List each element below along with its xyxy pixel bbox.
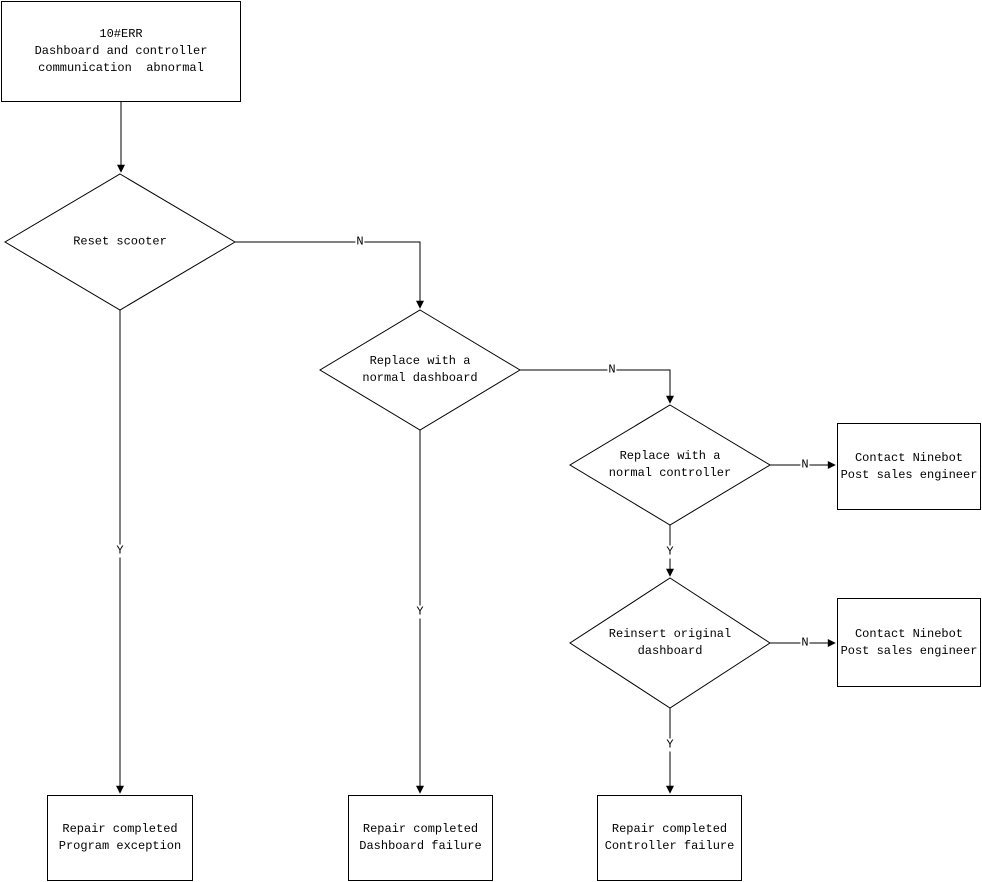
node-reset-scooter-label: Reset scooter xyxy=(73,234,167,251)
node-replace-dashboard-label: Replace with a normal dashboard xyxy=(362,353,477,387)
node-repair-program: Repair completed Program exception xyxy=(47,795,193,881)
node-start-line3: communication abnormal xyxy=(38,61,204,75)
edge-reset-no-line xyxy=(235,241,424,309)
node-contact-ninebot-2: Contact Ninebot Post sales engineer xyxy=(837,598,981,687)
node-repair-dashboard: Repair completed Dashboard failure xyxy=(348,795,493,881)
node-replace-dashboard-line1: Replace with a xyxy=(369,354,471,368)
edge-label-reinsert-dashboard-yes: Y xyxy=(665,737,675,752)
edge-label-replace-dashboard-yes: Y xyxy=(415,604,425,619)
edge-label-replace-controller-no: N xyxy=(800,457,810,472)
node-start: 10#ERR Dashboard and controller communic… xyxy=(1,1,241,102)
node-replace-controller-line1: Replace with a xyxy=(619,449,721,463)
node-repair-dashboard-line2: Dashboard failure xyxy=(359,839,482,853)
node-reinsert-dashboard-label: Reinsert original dashboard xyxy=(609,626,731,660)
node-start-line2: Dashboard and controller xyxy=(34,44,208,58)
node-contact1-line2: Post sales engineer xyxy=(840,467,978,482)
edge-label-replace-controller-yes: Y xyxy=(665,544,675,559)
node-reinsert-dashboard-line2: dashboard xyxy=(637,644,703,658)
node-repair-program-line2: Program exception xyxy=(58,839,182,853)
node-contact2-line1: Contact Ninebot xyxy=(854,626,964,641)
node-repair-controller: Repair completed Controller failure xyxy=(597,795,742,881)
edge-label-replace-dashboard-no: N xyxy=(607,362,617,377)
node-contact-ninebot-1: Contact Ninebot Post sales engineer xyxy=(837,423,981,510)
node-repair-controller-line2: Controller failure xyxy=(604,839,735,853)
edge-replace-dashboard-no-line xyxy=(520,369,674,404)
node-reset-scooter-line1: Reset scooter xyxy=(73,234,167,249)
node-reinsert-dashboard-line1: Reinsert original xyxy=(608,627,732,641)
node-repair-controller-line1: Repair completed xyxy=(611,822,728,836)
node-contact2-line2: Post sales engineer xyxy=(840,643,978,658)
node-replace-controller-line2: normal controller xyxy=(608,466,732,480)
edge-label-reset-no: N xyxy=(355,234,365,249)
node-replace-dashboard-line2: normal dashboard xyxy=(362,371,478,385)
node-replace-controller-label: Replace with a normal controller xyxy=(609,448,731,482)
node-repair-dashboard-line1: Repair completed xyxy=(362,822,479,836)
node-start-line1: 10#ERR xyxy=(99,27,143,41)
edge-label-reset-yes: Y xyxy=(115,543,125,558)
node-repair-program-line1: Repair completed xyxy=(62,822,178,836)
edge-label-reinsert-dashboard-no: N xyxy=(800,635,810,650)
node-contact1-line1: Contact Ninebot xyxy=(854,450,964,465)
